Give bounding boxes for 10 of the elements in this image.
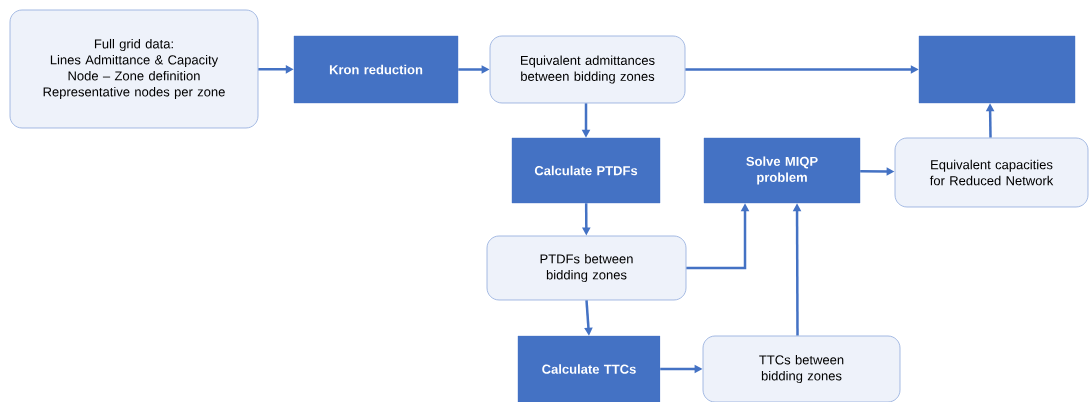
data-box: Full grid data: Lines Admittance & Capacity Node – Zone definition Representative nodes per zone (9, 9, 259, 129)
data-box: PTDFs between bidding zones (486, 235, 687, 301)
process-box: Calculate PTDFs (511, 137, 661, 204)
process-box: Solve MIQP problem (703, 137, 861, 204)
data-box: Equivalent admittances between bidding zones (489, 35, 686, 104)
data-box: TTCs between bidding zones (702, 335, 901, 402)
process-box (918, 35, 1076, 104)
process-box: Calculate TTCs (517, 335, 661, 402)
data-box: Equivalent capacities for Reduced Network (894, 137, 1089, 208)
process-box: Kron reduction (293, 35, 459, 104)
